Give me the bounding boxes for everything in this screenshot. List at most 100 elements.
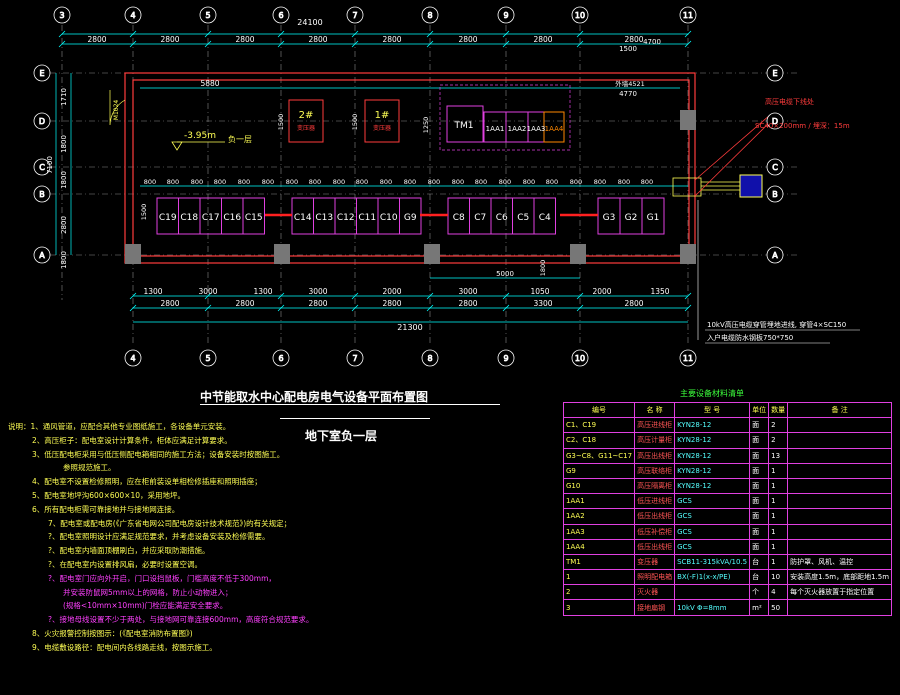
hv-cell-label: G9 xyxy=(404,213,417,223)
dim-extra: 4700 xyxy=(643,38,661,46)
lv-panel-label: 1AA4 xyxy=(545,125,564,133)
axis-bubble-top: 11 xyxy=(679,6,697,24)
table-cell: 低压补偿柜 xyxy=(634,523,676,540)
table-cell: 每个灭火器放置于指定位置 xyxy=(787,584,893,601)
dim-800: 800 xyxy=(238,178,250,186)
dim-row1: 1300 xyxy=(253,287,272,296)
title-underline xyxy=(200,404,500,405)
axis-bubble-bottom: 9 xyxy=(497,349,515,367)
dim-row2: 2800 xyxy=(160,299,179,308)
axis-bubble-top: 8 xyxy=(421,6,439,24)
axis-label: E xyxy=(39,69,44,78)
table-cell: GCS xyxy=(674,523,751,540)
axis-label: 8 xyxy=(427,11,432,20)
table-cell: KYN28-12 xyxy=(674,417,751,434)
table-cell: 面 xyxy=(749,477,770,495)
dim-extra: 1500 xyxy=(619,45,637,53)
table-cell xyxy=(787,599,893,616)
axis-label: 11 xyxy=(683,11,693,20)
dim-span-top: 2800 xyxy=(382,35,401,44)
table-cell: 1AA4 xyxy=(562,538,636,555)
hv-cell-label: C11 xyxy=(358,213,376,223)
table-cell: 1 xyxy=(768,523,789,540)
table-cell: 1AA3 xyxy=(562,523,636,540)
note-line: ?、配电室内墙面顶棚刷白，并应采取防潮措施。 xyxy=(48,546,210,556)
hv-cell-label: G2 xyxy=(625,213,638,223)
axis-label: 4 xyxy=(130,11,135,20)
dim-800: 800 xyxy=(286,178,298,186)
table-cell: C1、C19 xyxy=(562,417,636,434)
dim-row2: 2800 xyxy=(308,299,327,308)
dim-800: 800 xyxy=(452,178,464,186)
table-cell: 低压出线柜 xyxy=(634,508,676,525)
table-cell: TM1 xyxy=(562,553,636,571)
axis-label: 5 xyxy=(205,11,210,20)
axis-bubble-bottom: 6 xyxy=(272,349,290,367)
note-line: ?、接地母线设置不少于两处，与接地网可靠连接600mm，高度符合规范要求。 xyxy=(48,615,314,625)
note-line: 2、高压柜子：配电室设计计算条件，柜体应满足计算要求。 xyxy=(32,435,232,445)
dim-span-top: 2800 xyxy=(160,35,179,44)
note-line: 3、低压配电柜采用与低压侧配电箱相同的施工方法；设备安装时按图施工。 xyxy=(32,449,285,459)
dim-row1: 3000 xyxy=(458,287,477,296)
axis-label: D xyxy=(772,117,778,126)
dim-800: 800 xyxy=(641,178,653,186)
table-cell: 变压器 xyxy=(634,553,676,571)
hv-cell-label: C18 xyxy=(180,213,198,223)
note-line: 并安装防鼠网5mm以上的网格，防止小动物进入； xyxy=(63,587,233,597)
dim-span-left: 1800 xyxy=(60,171,68,189)
dim-inner: 5880 xyxy=(200,79,219,88)
note-line: 9、电缆敷设路径：配电间内各线路走线，按图示施工。 xyxy=(32,642,217,652)
dim-depth: 1500 xyxy=(140,204,148,221)
dim-span-left: 1710 xyxy=(60,88,68,106)
table-cell: 面 xyxy=(749,417,770,434)
door-label: M1024 xyxy=(113,100,120,121)
axis-label: 11 xyxy=(683,354,693,363)
table-cell: 安装高度1.5m，底部距地1.5m xyxy=(787,569,893,586)
axis-bubble-left: E xyxy=(33,64,51,82)
hv-cell-label: G3 xyxy=(603,213,616,223)
note-line: 5、配电室地坪沟600×600×10，采用地坪。 xyxy=(32,490,186,500)
table-cell: 照明配电箱 xyxy=(634,569,676,586)
axis-label: 9 xyxy=(503,354,508,363)
table-cell xyxy=(787,462,893,479)
dim-span-top: 2800 xyxy=(533,35,552,44)
dim-row1: 1350 xyxy=(650,287,669,296)
dim-span-top: 2800 xyxy=(624,35,643,44)
axis-bubble-left: C xyxy=(33,158,51,176)
axis-label: 3 xyxy=(59,11,64,20)
dim-800: 800 xyxy=(356,178,368,186)
axis-bubble-bottom: 5 xyxy=(199,349,217,367)
table-cell: 高压隔离柜 xyxy=(634,477,676,495)
axis-label: 6 xyxy=(278,11,283,20)
incoming-note: 10kV高压电缆穿管埋地进线, 穿管4×SC150 xyxy=(707,320,846,329)
table-cell: G9 xyxy=(562,462,636,479)
axis-label: A xyxy=(39,251,45,260)
dim-800: 800 xyxy=(499,178,511,186)
dim-overall-top: 24100 xyxy=(297,18,322,27)
table-cell: 高压出线柜 xyxy=(634,447,676,464)
table-cell xyxy=(787,493,893,510)
transformer-id: 1# xyxy=(375,110,390,121)
table-cell: 个 xyxy=(749,584,770,601)
table-cell: 高压计量柜 xyxy=(634,432,676,449)
table-cell: G3~C8、G11~C17 xyxy=(562,447,636,464)
axis-label: 4 xyxy=(130,354,135,363)
hv-cell-label: C16 xyxy=(223,213,241,223)
axis-label: C xyxy=(39,163,45,172)
axis-bubble-top: 4 xyxy=(124,6,142,24)
dim-row2: 3300 xyxy=(533,299,552,308)
axis-bubble-top: 7 xyxy=(346,6,364,24)
axis-bubble-right: C xyxy=(766,158,784,176)
pipe-note: SC40×200mm / 埋深：15m xyxy=(755,121,850,130)
transformer-sub: 变压器 xyxy=(297,124,315,132)
drawing-title: 中节能取水中心配电房电气设备平面布置图 xyxy=(200,390,429,404)
dim-row1: 2000 xyxy=(382,287,401,296)
table-cell xyxy=(787,538,893,555)
axis-label: 6 xyxy=(278,354,283,363)
dim-center: 5000 xyxy=(496,270,514,278)
